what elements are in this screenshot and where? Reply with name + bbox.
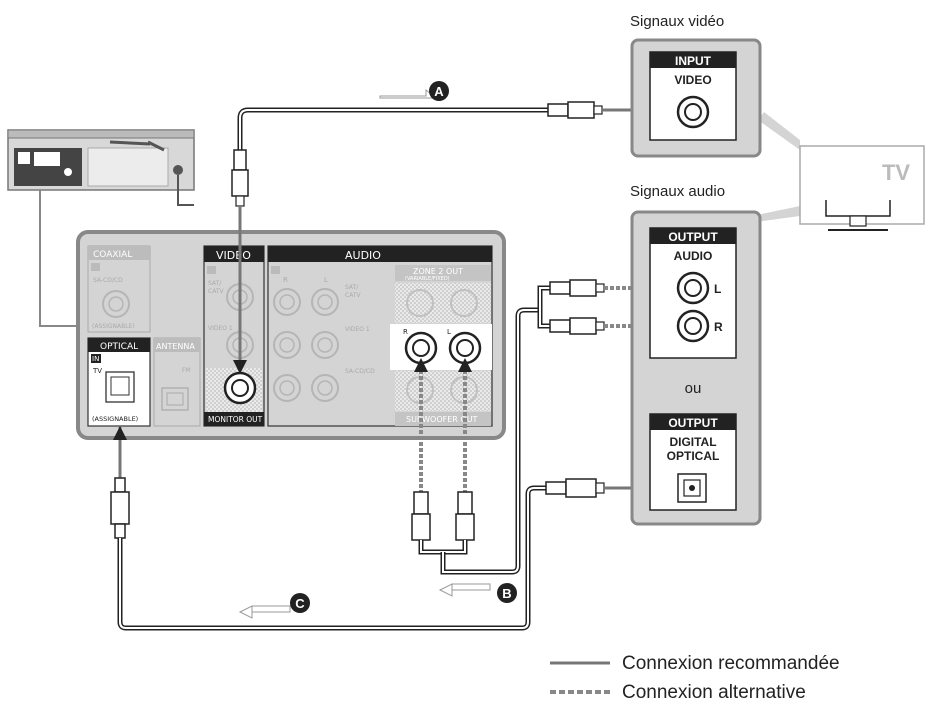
zone2-variable-label: (VARIABLE/FIXED) (405, 276, 450, 282)
audio-signals-label: Signaux audio (630, 183, 725, 200)
preout-r-label: R (403, 328, 408, 336)
tv-output-audio-label: AUDIO (674, 249, 713, 263)
video-section-label: VIDEO (216, 249, 251, 262)
tv-audio-l-label: L (714, 282, 721, 296)
audio-l-label: L (324, 276, 328, 284)
zoom-connector (39, 190, 82, 327)
audio-sat-label: SAT/ (345, 284, 359, 291)
tv-input-header: INPUT (675, 54, 712, 68)
tv-optical-label: OPTICAL (667, 449, 720, 463)
tv-audio-r-label: R (714, 320, 723, 334)
marker-a: A (434, 84, 444, 99)
preout-l-label: L (447, 328, 451, 336)
tv-input-video-label: VIDEO (674, 73, 711, 87)
tv-output-audio-header: OUTPUT (668, 230, 718, 244)
audio-section-label: AUDIO (345, 249, 381, 262)
antenna-label: ANTENNA (156, 342, 195, 351)
video-sat-label: SAT/ (208, 280, 222, 287)
legend: Connexion recommandée Connexion alternat… (550, 653, 840, 703)
fm-label: FM (182, 367, 191, 374)
legend-alternative: Connexion alternative (622, 682, 806, 703)
tv-digital-label: DIGITAL (669, 435, 716, 449)
cable-b-audio: B (411, 279, 676, 603)
tv-label: TV (882, 160, 910, 185)
coaxial-assignable-label: (ASSIGNABLE) (92, 323, 135, 330)
coaxial-label: COAXIAL (93, 250, 132, 260)
tv-output-optical-header: OUTPUT (668, 416, 718, 430)
tv-icon: TV (799, 145, 925, 231)
zone2-label: ZONE 2 OUT (413, 267, 463, 276)
optical-in-badge: IN (92, 355, 99, 363)
video-video1-label: VIDEO 1 (208, 325, 233, 332)
cable-c-optical: C (110, 426, 676, 631)
tv-output-panel: OUTPUT AUDIO L R ou OUTPUT DIGITAL OPTIC… (630, 206, 800, 526)
audio-r-label: R (283, 276, 288, 284)
optical-assignable-label: (ASSIGNABLE) (92, 415, 138, 423)
monitor-out-label: MONITOR OUT (208, 415, 263, 424)
cable-a-video: A (231, 81, 660, 374)
coaxial-sacd-label: SA-CD/CD (93, 277, 123, 284)
tv-input-panel: INPUT VIDEO (630, 38, 800, 158)
video-signals-label: Signaux vidéo (630, 13, 724, 30)
legend-recommended: Connexion recommandée (622, 653, 840, 674)
subwoofer-label: SUBWOOFER OUT (406, 415, 478, 424)
audio-catv-label: CATV (345, 292, 361, 299)
optical-label: OPTICAL (100, 342, 138, 352)
receiver-thumbnail (7, 129, 195, 206)
marker-b: B (502, 586, 511, 601)
receiver-back-panel: COAXIAL SA-CD/CD (ASSIGNABLE) OPTICAL IN… (76, 230, 506, 440)
video-catv-label: CATV (208, 288, 224, 295)
or-label: ou (685, 380, 702, 397)
audio-sacd-label: SA-CD/CD (345, 368, 375, 375)
audio-video1-label: VIDEO 1 (345, 326, 370, 333)
marker-c: C (295, 596, 305, 611)
optical-tv-label: TV (92, 367, 102, 375)
